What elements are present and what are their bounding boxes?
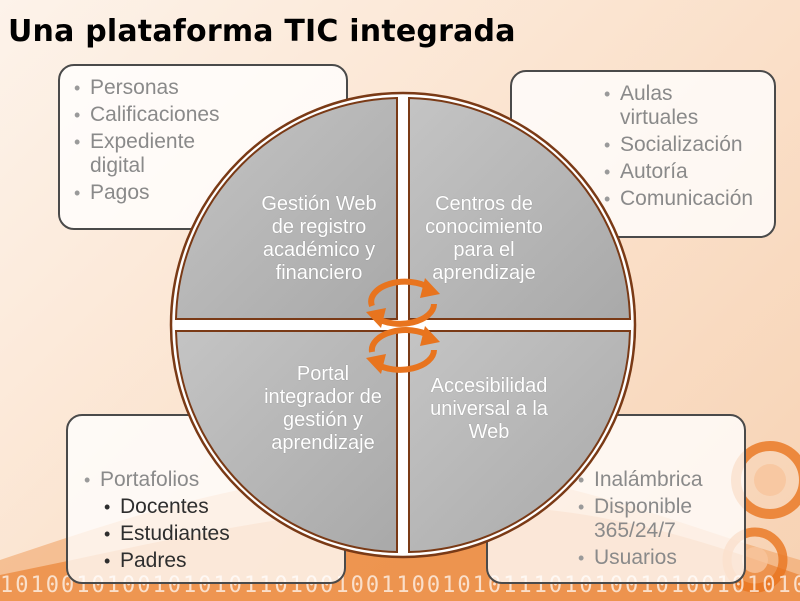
list-item: Socialización — [600, 133, 774, 157]
list-item: Comunicación — [600, 187, 774, 211]
quadrant-bottom-right — [408, 330, 632, 554]
cycle-arrows-icon — [366, 326, 440, 374]
list-item: Portafolios — [80, 468, 344, 492]
label-line: financiero — [275, 262, 363, 284]
list-item: Expediente digital — [70, 130, 210, 178]
box-gestion-details: Personas Calificaciones Expediente digit… — [58, 64, 348, 230]
label-line: integrador de — [264, 386, 382, 408]
list-item: Personas — [70, 76, 346, 100]
label-line: Centros de — [435, 193, 533, 215]
quadrant-label-conocimiento: Centros de conocimiento para el aprendiz… — [414, 193, 554, 285]
quadrant-label-portal: Portal integrador de gestión y aprendiza… — [248, 363, 398, 455]
quadrant-bottom-left — [174, 330, 398, 554]
label-line: conocimiento — [425, 216, 543, 238]
quadrant-top-right — [408, 96, 632, 320]
label-line: Web — [468, 421, 510, 443]
list-item: Calificaciones — [70, 103, 346, 127]
list-item: Inalámbrica — [574, 468, 744, 492]
list-subitem: Padres — [100, 549, 344, 573]
list-item: Pagos — [70, 181, 346, 205]
page-title: Una plataforma TIC integrada — [8, 14, 516, 49]
quadrant-top-left — [174, 96, 398, 320]
label-line: académico y — [262, 239, 376, 261]
label-line: universal a la — [430, 398, 548, 420]
cycle-arrows-icon — [366, 278, 440, 328]
list-subitem: Estudiantes — [100, 522, 344, 546]
label-line: Portal — [296, 363, 350, 385]
label-line: aprendizaje — [271, 432, 375, 454]
quadrant-label-accesibilidad: Accesibilidad universal a la Web — [414, 375, 564, 444]
label-line: de registro — [271, 216, 367, 238]
label-line: aprendizaje — [432, 262, 536, 284]
quadrant-label-gestion: Gestión Web de registro académico y fina… — [244, 193, 394, 285]
label-line: gestión y — [282, 409, 364, 431]
list-subitem: Docentes — [100, 495, 344, 519]
label-line: Gestión Web — [261, 193, 377, 215]
list-item: Autoría — [600, 160, 774, 184]
label-line: para el — [453, 239, 515, 261]
list-item: Disponible 365/24/7 — [574, 495, 724, 543]
label-line: Accesibilidad — [430, 375, 548, 397]
list-item: Aulas virtuales — [600, 82, 710, 130]
list-item: Usuarios — [574, 546, 744, 570]
